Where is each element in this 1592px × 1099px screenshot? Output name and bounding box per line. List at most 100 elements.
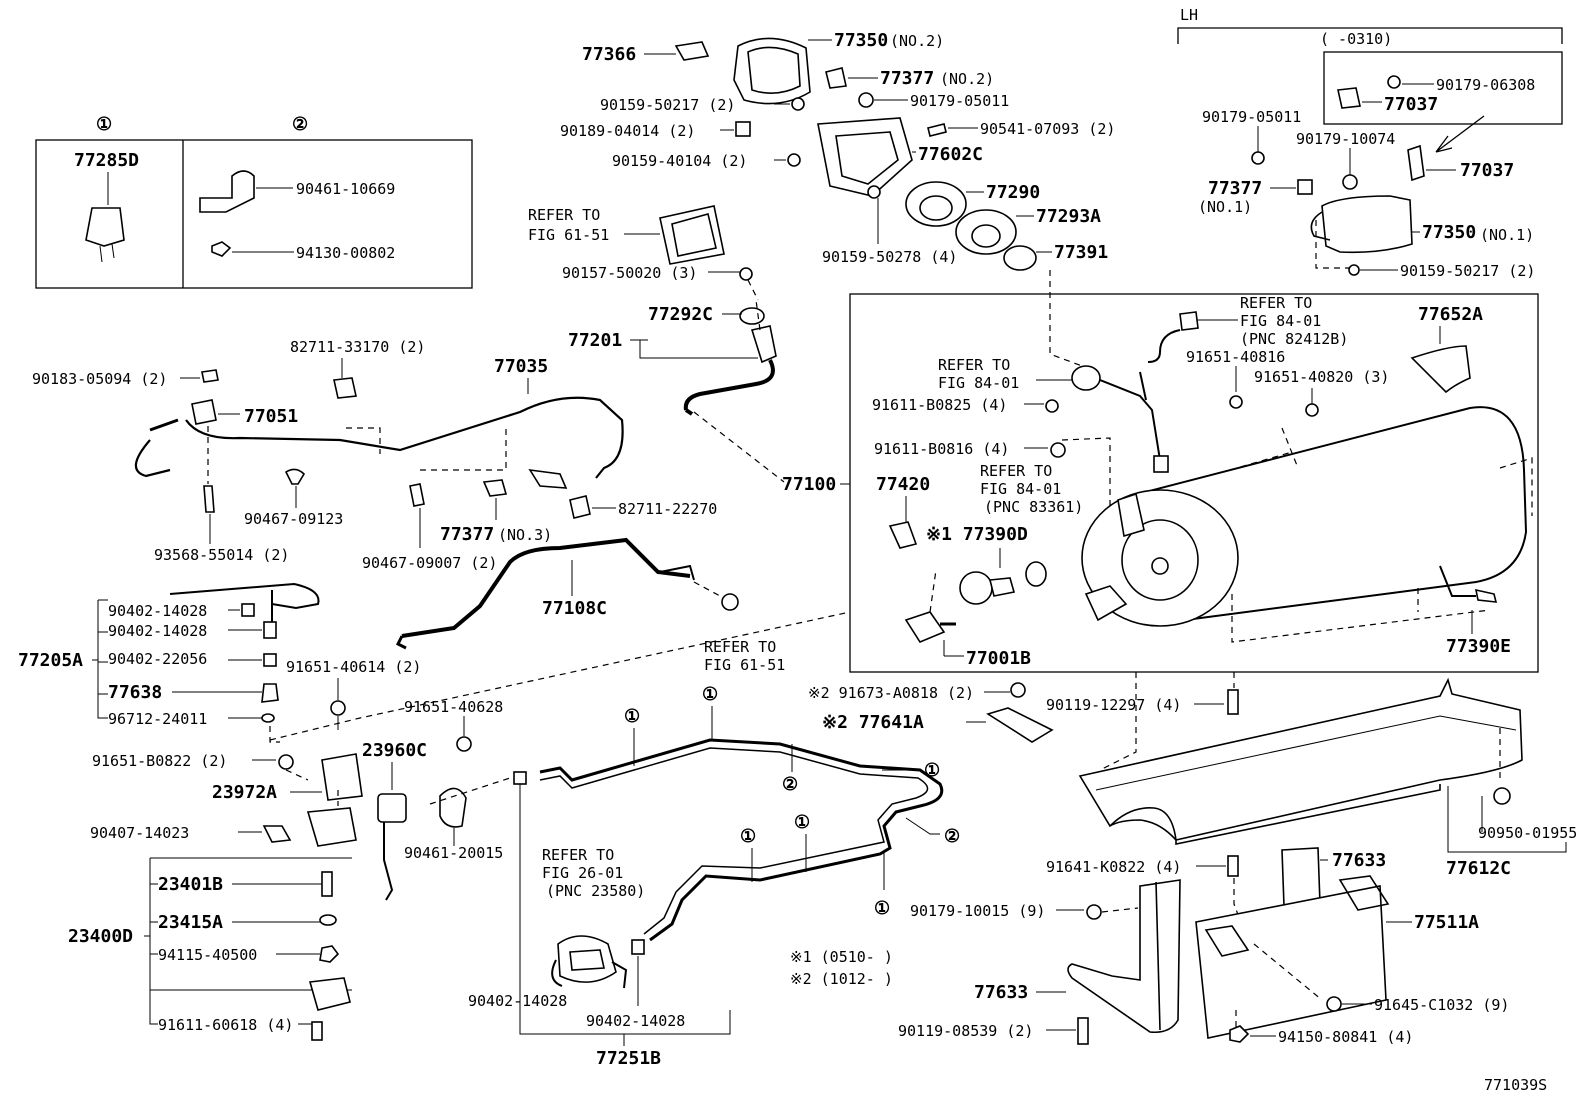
part-23960C: 23960C <box>362 740 427 761</box>
part-90119-08539: 90119-08539 (2) <box>898 1022 1033 1040</box>
part-77108C: 77108C <box>542 598 607 619</box>
part-77633-a: 77633 <box>1332 850 1386 871</box>
inset-col1-label: ① <box>96 114 112 135</box>
clamp-90461-20015 <box>439 787 467 828</box>
part-23415A: 23415A <box>158 912 223 933</box>
arrow-indicator <box>1435 115 1485 153</box>
part-77251B: 77251B <box>596 1048 661 1069</box>
part-90179-10074: 90179-10074 <box>1296 130 1395 148</box>
part-91651-40614: 91651-40614 (2) <box>286 658 421 676</box>
part-94130-00802: 94130-00802 <box>296 244 395 262</box>
clip-marker-1: ① <box>624 706 640 727</box>
part-90179-05011: 90179-05011 <box>910 92 1009 110</box>
note-1: ※1 (0510- ) <box>790 948 893 966</box>
clip-marker-2: ① <box>702 684 718 705</box>
ring-77293A <box>955 209 1017 255</box>
part-91673-A0818: ※2 91673-A0818 (2) <box>808 684 974 702</box>
part-91611-B0816: 91611-B0816 (4) <box>874 440 1009 458</box>
part-77350-no2: 77350 <box>834 30 888 51</box>
nut-94130-shape <box>211 241 232 257</box>
part-23972A: 23972A <box>212 782 277 803</box>
bracket-77633-bottom <box>1067 879 1181 1034</box>
part-91651-40820: 91651-40820 (3) <box>1254 368 1389 386</box>
part-77377-no1-sub: (NO.1) <box>1198 198 1252 216</box>
filler-plate <box>659 205 725 265</box>
door-77350-no1 <box>1321 195 1413 254</box>
part-90159-50217: 90159-50217 (2) <box>600 96 735 114</box>
refer-fig61-a: REFER TO <box>528 206 600 224</box>
part-90179-10015: 90179-10015 (9) <box>910 902 1045 920</box>
valve-77390D <box>959 571 993 605</box>
part-77633-b: 77633 <box>974 982 1028 1003</box>
door-77350-no2 <box>733 37 811 105</box>
part-91651-40816: 91651-40816 <box>1186 348 1285 366</box>
lh-label: LH <box>1180 6 1198 24</box>
part-90119-12297: 90119-12297 (4) <box>1046 696 1181 714</box>
bracket-77633-top <box>1281 847 1321 907</box>
part-77350-no2-sub: (NO.2) <box>890 32 944 50</box>
part-82711-33170: 82711-33170 (2) <box>290 338 425 356</box>
part-90461-20015: 90461-20015 <box>404 844 503 862</box>
part-77051: 77051 <box>244 406 298 427</box>
part-94150-80841: 94150-80841 (4) <box>1278 1028 1413 1046</box>
refer-fig26-a: REFER TO <box>542 846 614 864</box>
part-90541-07093: 90541-07093 (2) <box>980 120 1115 138</box>
clip-marker-8: ① <box>874 898 890 919</box>
valve-77001B <box>904 611 946 643</box>
part-23401B: 23401B <box>158 874 223 895</box>
part-77390D: ※1 77390D <box>926 524 1028 545</box>
part-91611-60618: 91611-60618 (4) <box>158 1016 293 1034</box>
part-77377-no2: 77377 <box>880 68 934 89</box>
tank-box <box>849 293 1539 673</box>
part-77350-no1-sub: (NO.1) <box>1480 226 1534 244</box>
part-91641-K0822: 91641-K0822 (4) <box>1046 858 1181 876</box>
part-90461-10669: 90461-10669 <box>296 180 395 198</box>
refer-fig84-b: FIG 84-01 <box>1240 312 1321 330</box>
mount-23400D <box>308 977 351 1011</box>
sender-gauge <box>1071 365 1101 391</box>
clip-marker-3: ② <box>782 774 798 795</box>
part-90159-40104: 90159-40104 (2) <box>612 152 747 170</box>
lh-section: LH ( -0310) 90179-06308 77037 90179-0501… <box>1177 6 1563 280</box>
part-77290: 77290 <box>986 182 1040 203</box>
part-93568-55014: 93568-55014 (2) <box>154 546 289 564</box>
refer-fig84-a: REFER TO <box>1240 294 1312 312</box>
seal-77391 <box>1003 245 1037 271</box>
lh-range: ( -0310) <box>1320 30 1392 48</box>
refer-fig84-f: REFER TO <box>980 462 1052 480</box>
part-90183-05094: 90183-05094 (2) <box>32 370 167 388</box>
part-77602C: 77602C <box>918 144 983 165</box>
part-90950-01955: 90950-01955 <box>1478 824 1577 842</box>
inset-box: ① ② 77285D 90461-10669 94130-00802 <box>35 114 473 289</box>
plate-77641A <box>986 707 1054 743</box>
refer-fig84-c: (PNC 82412B) <box>1240 330 1348 348</box>
refer-fig26-c: (PNC 23580) <box>546 882 645 900</box>
pump-assembly <box>557 935 617 983</box>
filter-23960C <box>377 793 407 823</box>
part-77420: 77420 <box>876 474 930 495</box>
protector-area: ※2 91673-A0818 (2) ※2 77641A 90119-12297… <box>808 672 1577 1094</box>
part-91651-B0822: 91651-B0822 (2) <box>92 752 227 770</box>
clip-marker-4: ① <box>924 760 940 781</box>
fuel-filter-area: 90402-14028 90402-14028 90402-22056 7763… <box>18 582 851 1041</box>
protector-77612C <box>1078 677 1523 841</box>
part-77293A: 77293A <box>1036 206 1101 227</box>
fuel-line-77251B <box>539 738 944 942</box>
filler-door-area: 77366 77350 (NO.2) 77377 (NO.2) 90179-05… <box>528 30 1115 416</box>
part-90189-04014: 90189-04014 (2) <box>560 122 695 140</box>
part-77641A: ※2 77641A <box>822 712 924 733</box>
filler-neck <box>750 325 777 364</box>
part-77205A: 77205A <box>18 650 83 671</box>
refer-fig84-g: FIG 84-01 <box>980 480 1061 498</box>
part-82711-22270: 82711-22270 <box>618 500 717 518</box>
part-90179-05011-lh: 90179-05011 <box>1202 108 1301 126</box>
part-90179-06308: 90179-06308 <box>1436 76 1535 94</box>
refer-fig26-b: FIG 26-01 <box>542 864 623 882</box>
part-77285D: 77285D <box>74 150 139 171</box>
part-77001B: 77001B <box>966 648 1031 669</box>
note-2: ※2 (1012- ) <box>790 970 893 988</box>
dash-seal-to-gauge <box>1049 270 1083 367</box>
part-90467-09007: 90467-09007 (2) <box>362 554 497 572</box>
diagram-reference: 771039S <box>1484 1076 1547 1094</box>
part-90467-09123: 90467-09123 <box>244 510 343 528</box>
